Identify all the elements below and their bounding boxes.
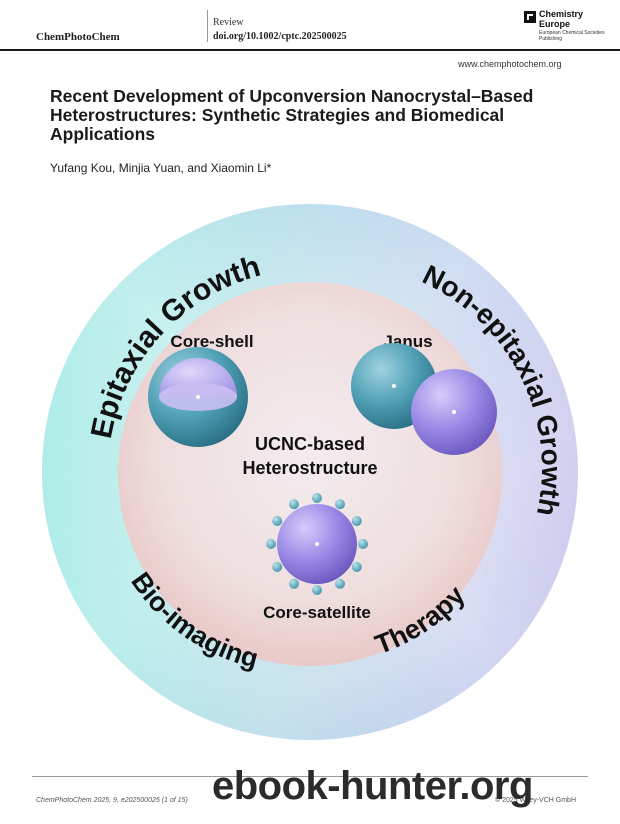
toc-graphic: Epitaxial Growth Non-epitaxial Growth Bi… <box>42 204 578 740</box>
publisher-logo-subtitle: European Chemical Societies Publishing <box>539 30 605 42</box>
satellite-dot <box>312 585 322 595</box>
footer-rule <box>32 776 588 777</box>
janus-particle <box>351 343 497 455</box>
satellite-dot <box>351 562 362 572</box>
satellite-dot <box>289 499 299 510</box>
center-label-line2: Heterostructure <box>242 458 377 478</box>
core-shell-label: Core-shell <box>170 332 253 351</box>
core-satellite-particle <box>266 493 368 595</box>
satellite-dot <box>272 562 283 572</box>
watermark: ebook-hunter.org <box>212 764 533 808</box>
publisher-logo-mark-icon <box>524 11 536 23</box>
footer-copyright: © 2025 Wiley-VCH GmbH <box>495 797 577 804</box>
satellite-dot <box>266 539 276 549</box>
article-type: Review <box>213 17 244 28</box>
doi-link[interactable]: doi.org/10.1002/cptc.202500025 <box>213 31 347 42</box>
journal-website-link[interactable]: www.chemphotochem.org <box>458 59 562 69</box>
header-rule <box>0 49 620 51</box>
header-divider <box>207 10 208 42</box>
satellite-dot <box>335 578 345 589</box>
center-label-line1: UCNC-based <box>255 434 365 454</box>
satellite-dot <box>358 539 368 549</box>
footer-citation: ChemPhotoChem 2025, 9, e202500025 (1 of … <box>36 797 188 804</box>
satellite-dot <box>351 516 362 526</box>
author-list: Yufang Kou, Minjia Yuan, and Xiaomin Li* <box>50 161 272 175</box>
satellite-dot <box>335 499 345 510</box>
satellite-dot <box>312 493 322 503</box>
satellite-dot <box>272 516 283 526</box>
publisher-logo: Chemistry Europe European Chemical Socie… <box>524 9 614 45</box>
journal-name: ChemPhotoChem <box>36 31 120 43</box>
core-satellite-label: Core-satellite <box>263 603 371 622</box>
core-shell-particle <box>148 347 248 447</box>
article-title: Recent Development of Upconversion Nanoc… <box>50 86 534 144</box>
satellite-dot <box>289 578 299 589</box>
publisher-logo-title: Chemistry Europe <box>539 9 584 29</box>
